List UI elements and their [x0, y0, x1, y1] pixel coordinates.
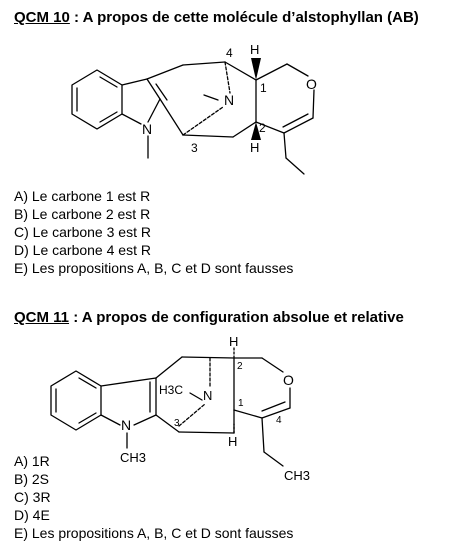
qcm10-options: A) Le carbone 1 est R B) Le carbone 2 es… [14, 187, 293, 277]
qcm11-title: QCM 11 : A propos de configuration absol… [14, 309, 404, 326]
q11-label-c2: 2 [237, 361, 243, 372]
q10-label-n-indole: N [142, 121, 152, 137]
qcm10-title: QCM 10 : A propos de cette molécule d’al… [14, 9, 419, 26]
q11-label-h-bottom: H [228, 434, 237, 449]
qcm11-options: A) 1R B) 2S C) 3R D) 4E E) Les propositi… [14, 452, 293, 542]
q11-label-c4: 4 [276, 415, 282, 426]
qcm11-option-a[interactable]: A) 1R [14, 453, 50, 469]
qcm11-option-c[interactable]: C) 3R [14, 489, 51, 505]
q11-label-c1: 1 [238, 398, 244, 409]
q11-label-n-indole: N [121, 417, 131, 433]
q11-label-ch3-n: CH3 [120, 450, 146, 465]
q10-label-h-bottom: H [250, 140, 259, 155]
q10-label-h-top: H [250, 42, 259, 57]
q11-label-n-bridge: N [203, 388, 212, 403]
q10-label-c1: 1 [260, 81, 267, 95]
qcm10-title-text: : A propos de cette molécule d’alstophyl… [69, 9, 419, 26]
qcm11-option-e[interactable]: E) Les propositions A, B, C et D sont fa… [14, 525, 294, 541]
q10-label-o: O [306, 76, 317, 92]
qcm11-option-b[interactable]: B) 2S [14, 471, 50, 487]
qcm11-number: QCM 11 [14, 309, 70, 326]
qcm11-title-text: : A propos de configuration absolue et r… [69, 309, 404, 326]
q10-label-n-bridge: N [224, 92, 234, 108]
q10-label-c2: 2 [259, 121, 266, 135]
qcm10-option-c[interactable]: C) Le carbone 3 est R [14, 224, 151, 240]
q11-label-o: O [283, 372, 294, 388]
qcm10-option-a[interactable]: A) Le carbone 1 est R [14, 188, 151, 204]
qcm11-option-d[interactable]: D) 4E [14, 507, 50, 523]
q11-label-ch3-ethyl: CH3 [284, 468, 310, 483]
q11-label-h3c: H3C [159, 383, 183, 397]
q10-label-c4: 4 [226, 46, 233, 60]
q10-label-c3: 3 [191, 141, 198, 155]
q11-label-h-top: H [229, 334, 238, 349]
qcm10-option-e[interactable]: E) Les propositions A, B, C et D sont fa… [14, 260, 294, 276]
q11-label-c3: 3 [174, 418, 180, 429]
qcm10-option-d[interactable]: D) Le carbone 4 est R [14, 242, 151, 258]
qcm10-option-b[interactable]: B) Le carbone 2 est R [14, 206, 151, 222]
qcm10-number: QCM 10 [14, 9, 70, 26]
